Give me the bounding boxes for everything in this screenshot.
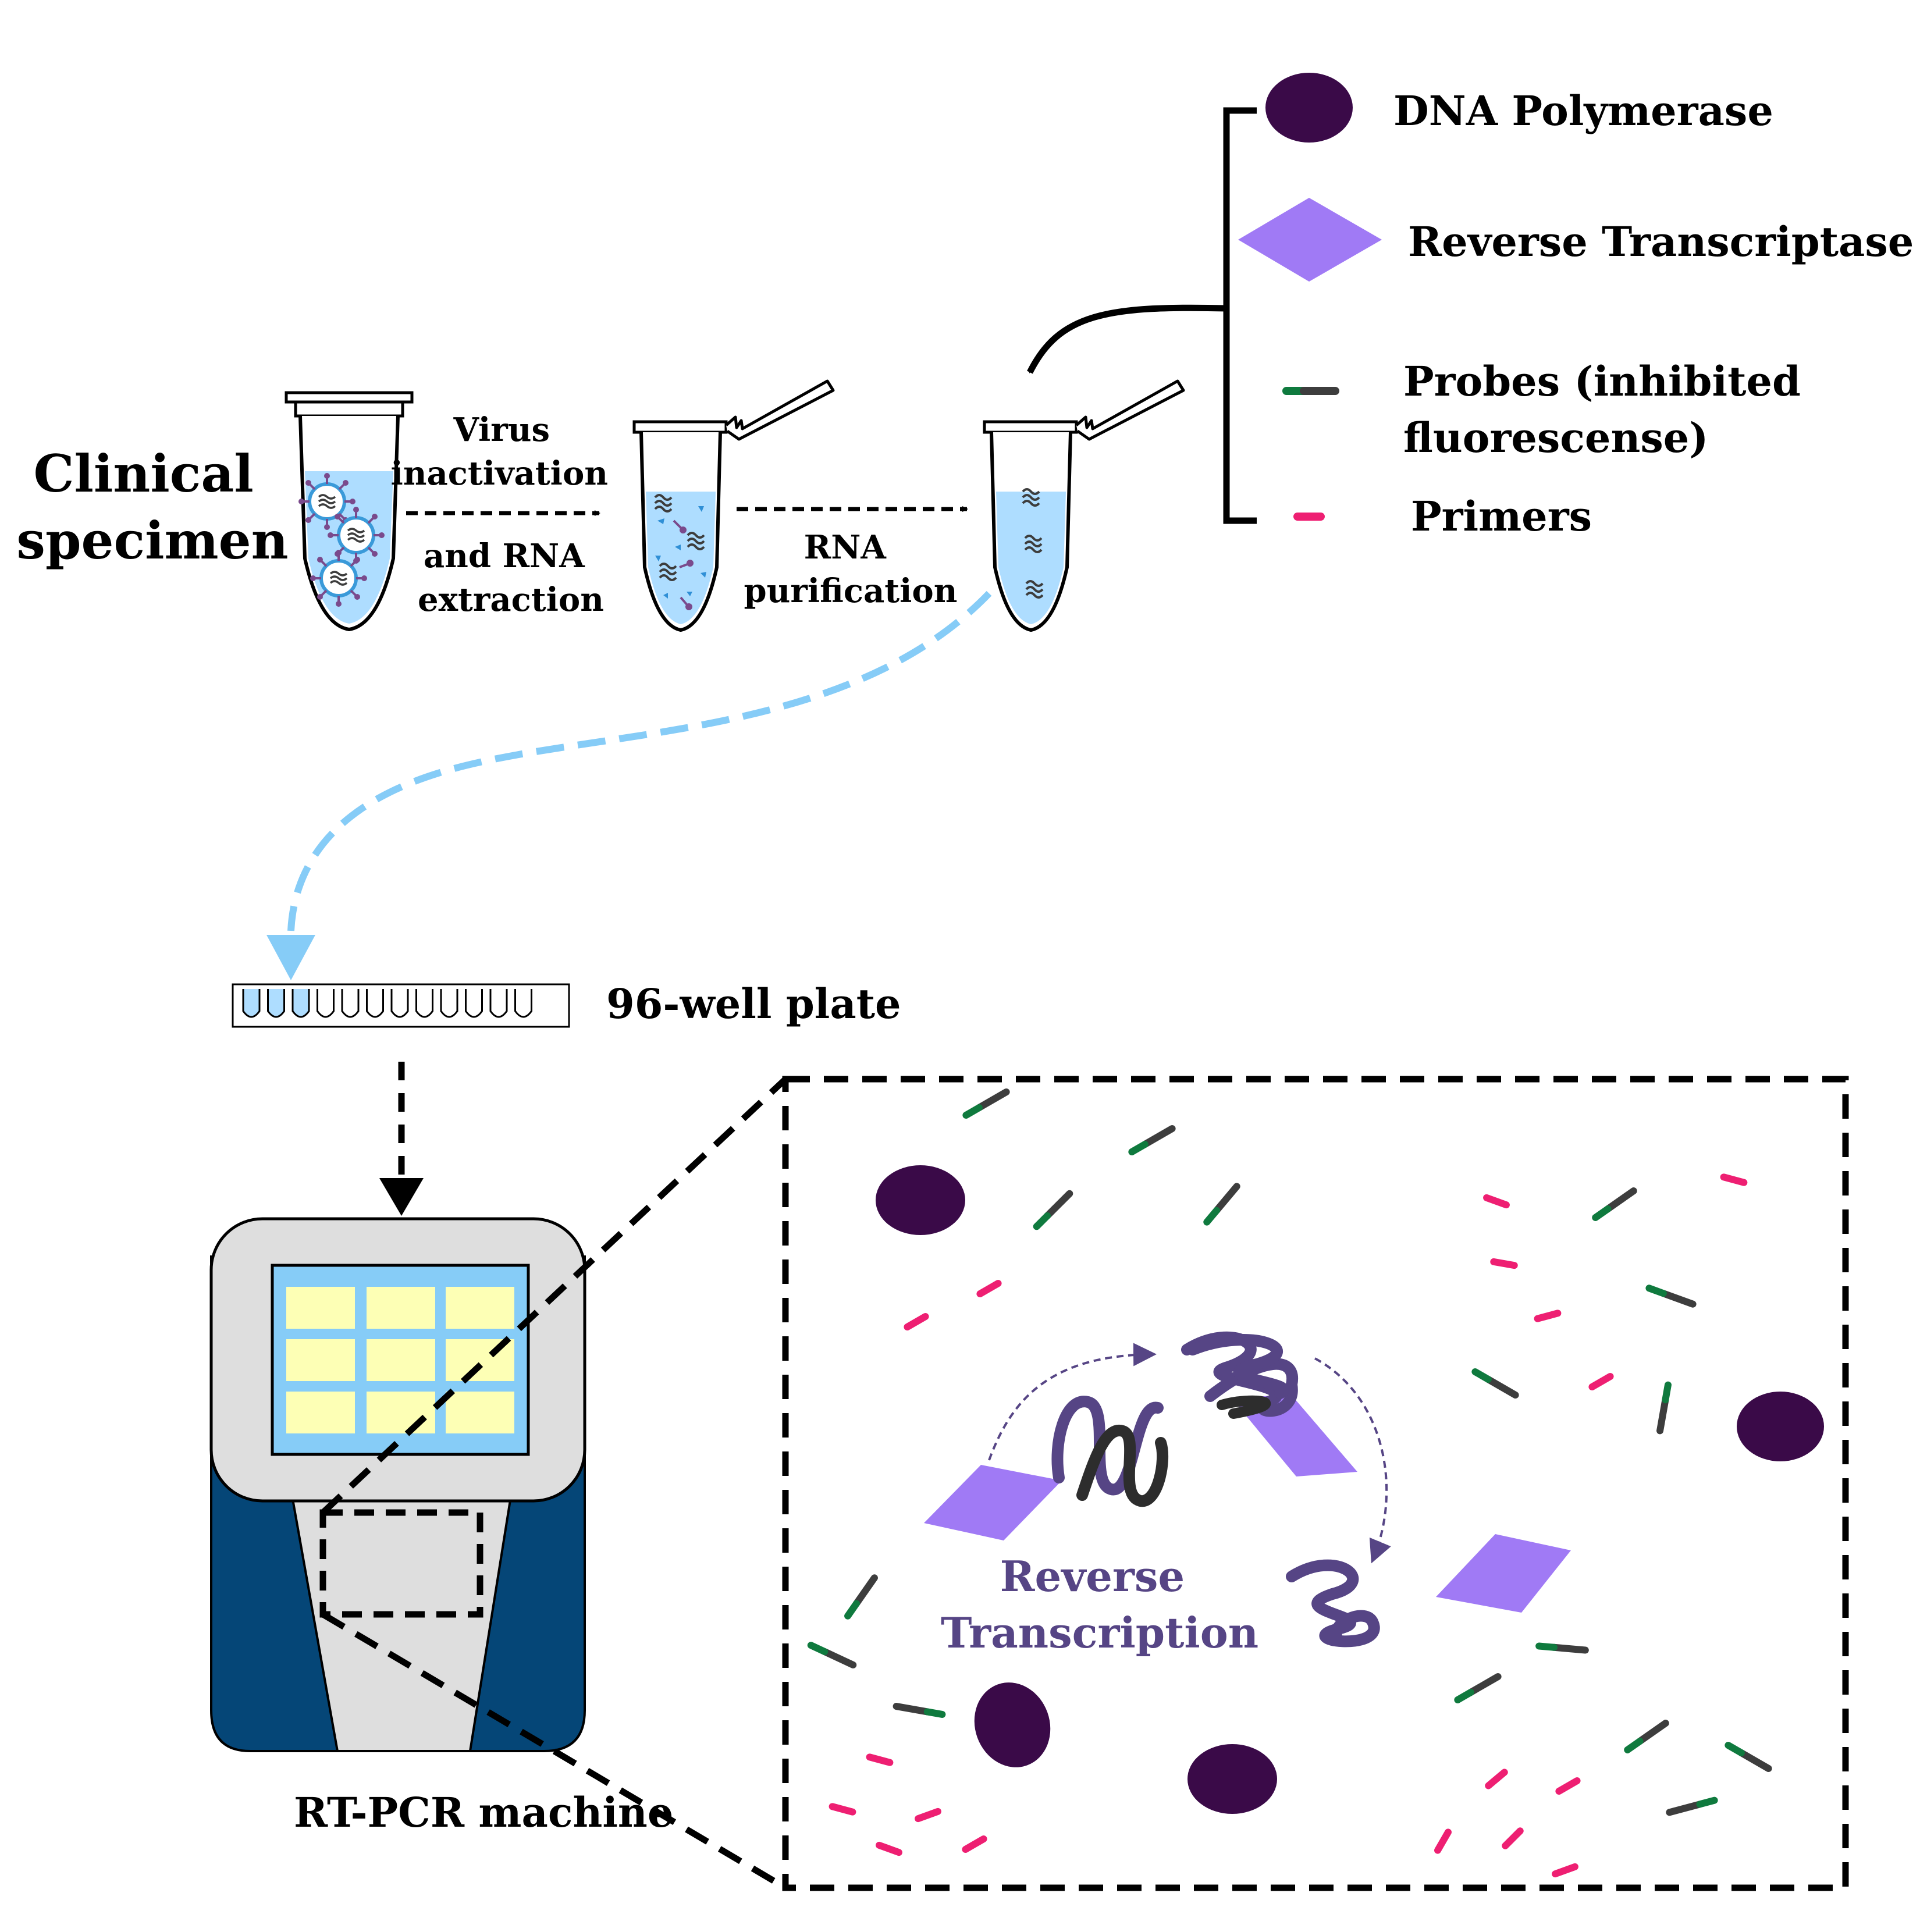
primer-icon [980,1283,998,1294]
extraction-tube-icon [634,381,833,630]
sample-transfer-arrowhead [266,935,315,980]
primer-icon [833,1806,853,1812]
probe-icon [1660,1385,1668,1431]
well-icon [514,989,532,1018]
purification-step-label: RNA purification [744,528,958,610]
dna-strand-icon [1217,1395,1271,1419]
primer-icon [1487,1198,1506,1205]
rtpcr-machine-icon [209,1217,586,1752]
primer-icon [1559,1781,1577,1791]
well-icon [465,989,483,1018]
reaction-zoom-box [782,1076,1849,1891]
probe-icon [1728,1745,1768,1769]
probe-icon [1595,1191,1634,1218]
polymerase-icon [1737,1392,1824,1461]
well-plate-icon [232,983,570,1028]
zoom-line-top [321,1076,788,1515]
primer-icon [870,1757,890,1762]
machine-label: RT-PCR machine [294,1788,673,1837]
plate-label: 96-well plate [606,980,901,1028]
reaction-mix: Reverse Transcription [811,1092,1824,1874]
probe-legend-label: Probes (inhibited fluorescense) [1403,357,1815,462]
extraction-step-label: Virus inactivation and RNA extraction [390,411,619,619]
probe-icon [1627,1723,1666,1750]
well-icon [341,989,360,1018]
primer-icon [1505,1831,1520,1845]
primer-icon [965,1839,983,1849]
probe-icon [1132,1129,1172,1152]
well-icon [366,989,384,1018]
dna-strand-icon [1076,1425,1168,1507]
probe-icon [1669,1801,1714,1813]
primer-icon [879,1845,899,1852]
primer-icon [1592,1376,1610,1387]
well-icon [390,989,409,1018]
reverse-transcription-label: Reverse Transcription [941,1552,1258,1657]
clinical-specimen-label: Clinical specimen [16,443,288,571]
rt-cycle-arrow [988,1343,1157,1461]
transcriptase-legend-icon [1238,198,1382,282]
well-icon [242,989,261,1018]
well-icon [489,989,508,1018]
probe-icon [1475,1372,1515,1395]
probe-icon [811,1645,854,1665]
specimen-tube-icon [285,391,414,632]
rna-strand-icon [1181,1331,1299,1417]
well-icon [317,989,335,1018]
well-icon [415,989,433,1018]
probe-icon [1649,1288,1693,1304]
well-icon [267,989,285,1018]
well-icon [291,989,310,1018]
primer-icon [1488,1772,1505,1785]
primer-icon [1538,1313,1558,1318]
transcriptase-icon [924,1465,1062,1540]
polymerase-icon [1187,1744,1277,1814]
primer-icon [1724,1177,1744,1182]
transcriptase-icon [1436,1534,1571,1613]
probe-icon [848,1578,874,1616]
plate-to-machine-arrowhead [379,1178,424,1216]
primer-legend-label: Primers [1411,492,1592,540]
reagent-addition-arrow [1027,304,1227,374]
polymerase-legend-label: DNA Polymerase [1393,87,1773,135]
primer-icon [1494,1262,1514,1265]
purified-rna-tube-icon [984,381,1183,630]
probe-icon [1457,1677,1498,1700]
polymerase-legend-icon [1265,73,1353,143]
probe-icon [1539,1646,1585,1650]
probe-icon [966,1092,1006,1115]
primer-icon [1438,1832,1448,1850]
well-icon [440,989,458,1018]
probe-icon [1037,1194,1070,1227]
sample-transfer-arrow [287,590,992,931]
rna-strand-icon [1286,1559,1380,1648]
polymerase-icon [876,1165,965,1235]
transcriptase-legend-label: Reverse Transcriptase [1408,218,1914,266]
reagent-bracket [1223,107,1257,524]
probe-icon [897,1706,943,1714]
polymerase-icon [974,1682,1051,1767]
probe-icon [1207,1186,1236,1222]
primer-icon [918,1812,938,1819]
zoom-line-bottom [321,1611,787,1891]
rna-strand-icon [1187,1334,1289,1399]
primer-icon [907,1317,925,1327]
primer-icon [1555,1867,1575,1874]
